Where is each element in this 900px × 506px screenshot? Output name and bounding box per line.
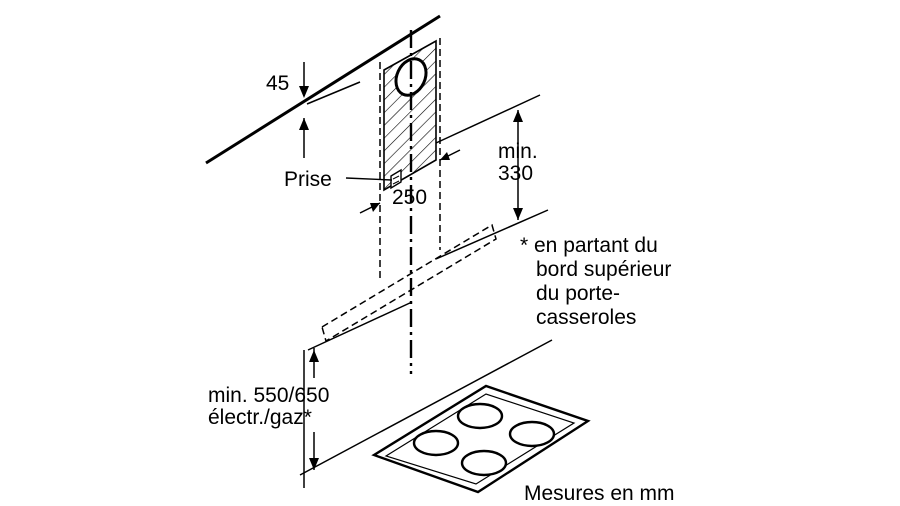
note-line-4: casseroles <box>536 306 637 329</box>
prise-label: Prise <box>284 168 332 191</box>
note-line-1: * en partant du <box>520 234 658 257</box>
lower-reference-line <box>307 301 413 351</box>
cooktop-level-line <box>299 339 553 476</box>
dimension-250-label: 250 <box>392 186 428 209</box>
hood-dashed-outline <box>321 223 497 343</box>
note-line-3: du porte- <box>536 282 621 305</box>
min-height-label-line2: électr./gaz* <box>208 406 312 429</box>
note-line-2: bord supérieur <box>536 258 672 281</box>
min-height-arrows <box>303 348 319 488</box>
units-label: Mesures en mm <box>524 482 675 505</box>
burner-top <box>456 402 504 430</box>
dimension-45-label: 45 <box>266 72 290 95</box>
hood-bottom-reference-line <box>435 209 549 260</box>
min-height-label-line1: min. 550/650 <box>208 384 330 407</box>
chimney-dashed-outline <box>379 38 441 282</box>
socket-icon <box>390 168 402 190</box>
wall-reference-line <box>306 81 361 105</box>
ceiling-line <box>205 14 441 165</box>
min-330-label-line1: min. <box>498 140 538 163</box>
dimension-45-arrows <box>299 62 309 158</box>
min-330-label-line2: 330 <box>498 162 534 185</box>
cooktop <box>371 384 591 494</box>
prise-leader-line <box>345 177 393 181</box>
hood-reference-line <box>435 94 541 144</box>
dimension-330-arrows <box>513 110 523 220</box>
burner-left <box>412 429 460 457</box>
burner-right <box>508 420 556 448</box>
dimension-250-arrows <box>359 149 461 214</box>
burner-bottom <box>460 449 508 477</box>
